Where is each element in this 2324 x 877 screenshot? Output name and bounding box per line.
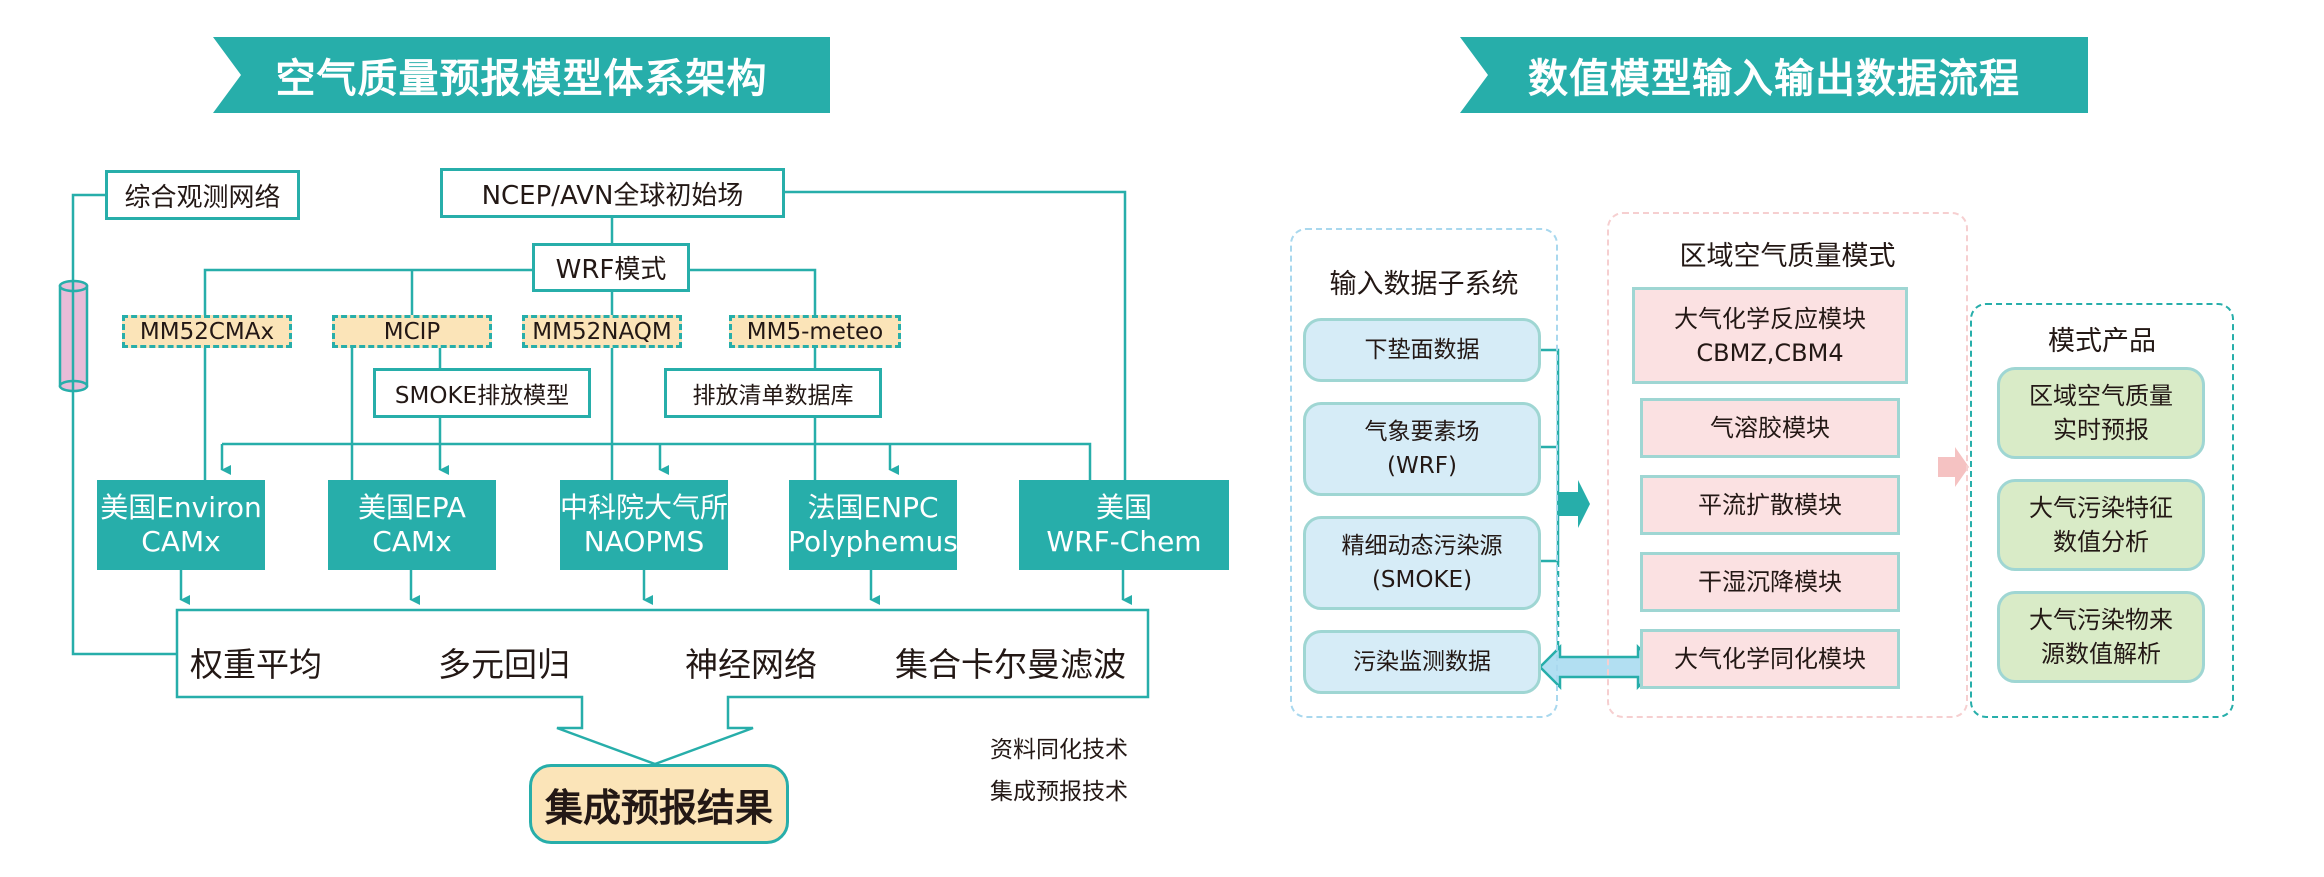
model-line2: Polyphemus bbox=[788, 525, 958, 558]
input-item-line1: 精细动态污染源 bbox=[1341, 533, 1503, 559]
wrf-box: WRF模式 bbox=[532, 243, 690, 292]
model-line1: 美国EPA bbox=[358, 491, 466, 524]
architecture-title: 空气质量预报模型体系架构 bbox=[275, 56, 768, 102]
model-line2: NAOPMS bbox=[583, 525, 705, 558]
interface-box-mm52cmax: MM52CMAx bbox=[122, 315, 292, 348]
module-line1: 平流扩散模块 bbox=[1698, 491, 1842, 519]
input-item-line1: 下垫面数据 bbox=[1364, 337, 1480, 363]
interface-box-mcip: MCIP bbox=[332, 315, 492, 348]
input-to-model-arrow bbox=[1558, 480, 1590, 528]
product-line2: 源数值解析 bbox=[2041, 640, 2161, 668]
input-item-land-surface: 下垫面数据 bbox=[1303, 318, 1541, 382]
wrf-bus-line bbox=[203, 268, 532, 315]
input-panel-title: 输入数据子系统 bbox=[1329, 269, 1519, 300]
interface-box-mm52naqm: MM52NAQM bbox=[522, 315, 682, 348]
smoke-model-label: SMOKE排放模型 bbox=[394, 383, 570, 409]
product-line1: 大气污染物来 bbox=[2029, 606, 2173, 634]
input-item-line1: 气象要素场 bbox=[1364, 419, 1480, 445]
dataflow-title: 数值模型输入输出数据流程 bbox=[1528, 56, 2020, 102]
global-init-box: NCEP/AVN全球初始场 bbox=[440, 168, 785, 218]
interface-label: MCIP bbox=[383, 318, 441, 345]
input-data-panel: 输入数据子系统 bbox=[1290, 228, 1558, 718]
interface-label: MM52CMAx bbox=[139, 318, 275, 345]
product-line2: 实时预报 bbox=[2053, 416, 2149, 444]
model-box-wrf-chem: 美国 WRF-Chem bbox=[1019, 480, 1229, 570]
module-line1: 干湿沉降模块 bbox=[1698, 568, 1842, 596]
model-line1: 美国Environ bbox=[100, 491, 262, 524]
note-data-assimilation: 资料同化技术 bbox=[990, 737, 1128, 763]
product-panel-title: 模式产品 bbox=[2048, 326, 2156, 357]
model-line1: 美国 bbox=[1095, 491, 1152, 524]
interface-label: MM5-meteo bbox=[746, 318, 884, 345]
input-item-line1: 污染监测数据 bbox=[1353, 649, 1491, 675]
interface-label: MM52NAQM bbox=[532, 318, 672, 345]
model-products-panel: 模式产品 bbox=[1970, 303, 2234, 718]
module-aerosol: 气溶胶模块 bbox=[1640, 398, 1900, 458]
model-box-polyphemus: 法国ENPC Polyphemus bbox=[788, 480, 958, 570]
method-ensemble-kalman-filter: 集合卡尔曼滤波 bbox=[895, 645, 1126, 684]
method-neural-network: 神经网络 bbox=[685, 645, 817, 684]
module-chemistry: 大气化学反应模块 CBMZ,CBM4 bbox=[1632, 287, 1908, 384]
product-pollution-analysis: 大气污染特征 数值分析 bbox=[1997, 479, 2205, 571]
input-item-emission-source: 精细动态污染源 (SMOKE) bbox=[1303, 516, 1541, 610]
product-source-apportionment: 大气污染物来 源数值解析 bbox=[1997, 591, 2205, 683]
product-line1: 大气污染特征 bbox=[2029, 494, 2173, 522]
ensemble-result-label: 集成预报结果 bbox=[544, 785, 773, 830]
model-line1: 法国ENPC bbox=[807, 491, 939, 524]
input-item-line2: (SMOKE) bbox=[1371, 567, 1473, 593]
regional-model-panel: 区域空气质量模式 bbox=[1607, 212, 1968, 718]
module-chemical-assimilation: 大气化学同化模块 bbox=[1640, 629, 1900, 689]
note-ensemble-forecast: 集成预报技术 bbox=[990, 779, 1128, 805]
module-line1: 大气化学反应模块 bbox=[1674, 304, 1866, 333]
emission-inventory-box: 排放清单数据库 bbox=[664, 368, 882, 418]
ensemble-result-box: 集成预报结果 bbox=[529, 764, 789, 844]
product-line1: 区域空气质量 bbox=[2029, 382, 2173, 410]
module-line1: 大气化学同化模块 bbox=[1674, 645, 1866, 673]
model-line2: WRF-Chem bbox=[1046, 525, 1202, 558]
wrf-label: WRF模式 bbox=[555, 255, 667, 285]
smoke-model-box: SMOKE排放模型 bbox=[373, 368, 591, 418]
method-multiple-regression: 多元回归 bbox=[438, 645, 570, 684]
input-item-meteorology: 气象要素场 (WRF) bbox=[1303, 402, 1541, 496]
input-item-line2: (WRF) bbox=[1387, 453, 1457, 479]
module-advection-diffusion: 平流扩散模块 bbox=[1640, 475, 1900, 535]
interface-box-mm5-meteo: MM5-meteo bbox=[729, 315, 901, 348]
product-line2: 数值分析 bbox=[2053, 528, 2149, 556]
input-item-monitoring-data: 污染监测数据 bbox=[1303, 630, 1541, 694]
model-box-epa-camx: 美国EPA CAMx bbox=[328, 480, 496, 570]
dataflow-banner: 数值模型输入输出数据流程 bbox=[1460, 37, 2088, 113]
product-realtime-forecast: 区域空气质量 实时预报 bbox=[1997, 367, 2205, 459]
database-cylinder-icon bbox=[58, 279, 89, 393]
model-line1: 中科院大气所 bbox=[560, 491, 729, 524]
module-line1: 气溶胶模块 bbox=[1710, 414, 1830, 442]
module-deposition: 干湿沉降模块 bbox=[1640, 552, 1900, 612]
emission-inventory-label: 排放清单数据库 bbox=[692, 383, 854, 409]
observation-network-label: 综合观测网络 bbox=[124, 182, 281, 213]
obs-feedback-line bbox=[71, 193, 177, 656]
method-weighted-average: 权重平均 bbox=[190, 645, 322, 684]
model-box-environ-camx: 美国Environ CAMx bbox=[97, 480, 265, 570]
model-line2: CAMx bbox=[141, 525, 221, 558]
global-init-label: NCEP/AVN全球初始场 bbox=[481, 180, 744, 211]
model-box-naopms: 中科院大气所 NAOPMS bbox=[560, 480, 728, 570]
model-line2: CAMx bbox=[372, 525, 452, 558]
observation-network-box: 综合观测网络 bbox=[105, 170, 300, 220]
model-panel-title: 区域空气质量模式 bbox=[1679, 241, 1896, 272]
architecture-banner: 空气质量预报模型体系架构 bbox=[213, 37, 830, 113]
module-line2: CBMZ,CBM4 bbox=[1696, 338, 1844, 367]
